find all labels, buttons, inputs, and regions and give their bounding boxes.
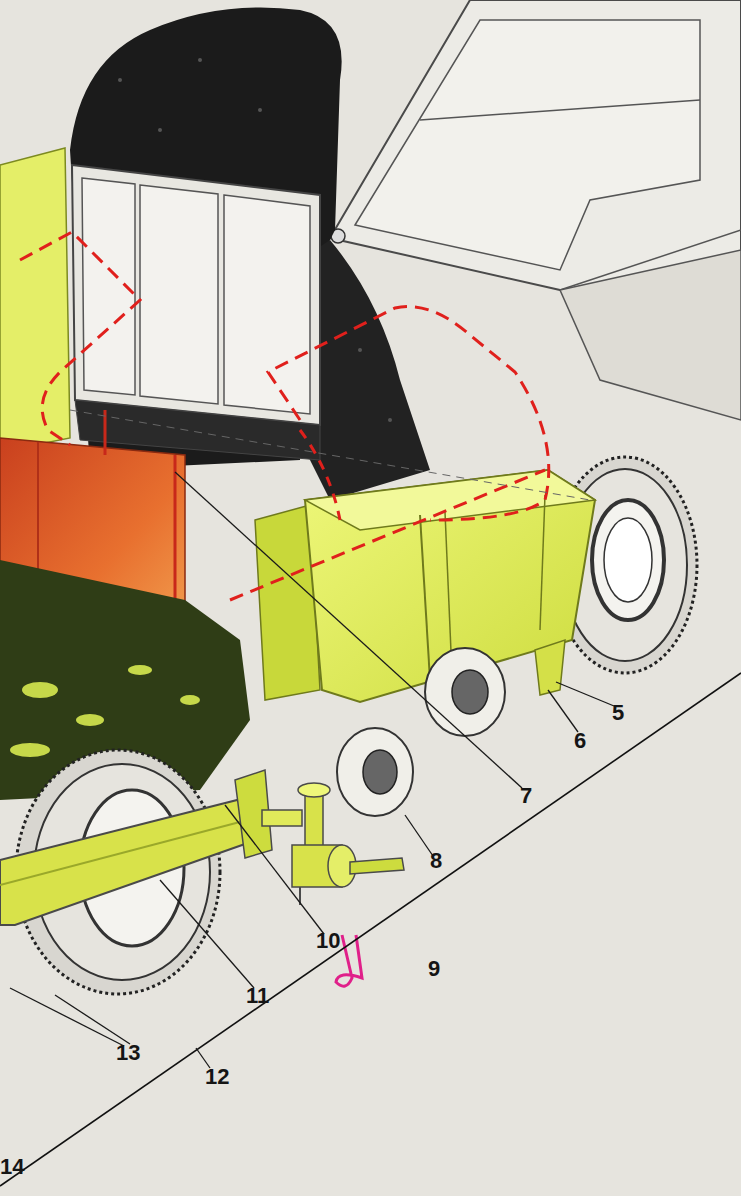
leader-line [175,472,522,788]
callout-number: 10 [316,930,340,952]
leader-line [10,988,124,1046]
leader-line [160,880,254,988]
soil-speck [388,418,392,422]
position-outline [230,470,545,600]
soil-speck [358,348,362,352]
support-wheel [425,648,505,736]
callout-number: 6 [574,730,586,752]
grass-fleck [22,682,58,698]
leader-line [196,1048,210,1068]
wheel-hub [592,500,664,620]
body-panel [140,185,218,404]
hopper-rib [540,495,545,630]
coupling-pin [350,858,404,874]
wheel-disc [604,518,652,602]
drawbar [0,798,262,925]
truck-side-body [72,165,320,425]
coupling-cap [298,783,330,797]
tipper-rib [420,100,700,120]
callout-number: 14 [0,1156,24,1178]
soil-speck [258,108,262,112]
leader-line [548,690,578,732]
callout-number: 8 [430,850,442,872]
callout-number: 11 [246,985,269,1007]
truck-frame [560,250,741,420]
hinge-bracket [535,640,565,695]
grass-fleck [128,665,152,675]
wheel-hub [452,670,488,714]
grass-fleck [180,695,200,705]
leader-line [556,682,614,706]
callout-number: 13 [116,1042,140,1064]
position-outline [268,307,549,520]
soil-texture [118,58,392,447]
leader-line [55,995,130,1044]
ground-line [0,673,741,1186]
leader-lines [10,472,614,1068]
tipper-panel [355,20,700,270]
leader-line [225,805,324,934]
callout-number: 12 [205,1066,229,1088]
callout-number: 9 [428,958,440,980]
body-panel [224,195,310,414]
soil-speck [158,128,162,132]
wheel-hub [363,750,397,794]
soil-speck [118,78,122,82]
drawbar-edge [0,818,255,885]
grass-texture [10,665,200,757]
grass-fleck [10,743,50,757]
side-plate [0,148,70,452]
leader-line [405,815,433,856]
hopper-rib [420,515,430,680]
callout-number: 5 [612,702,624,724]
plate-pin [104,410,107,455]
support-wheel [337,728,413,816]
soil-speck [198,58,202,62]
coupling-shaft [262,810,302,826]
callout-number: 7 [520,785,532,807]
soil-heap [70,8,342,471]
hidden-line [70,410,590,500]
position-outline [300,430,340,520]
grass-fleck [76,714,104,726]
position-outline [20,232,140,445]
